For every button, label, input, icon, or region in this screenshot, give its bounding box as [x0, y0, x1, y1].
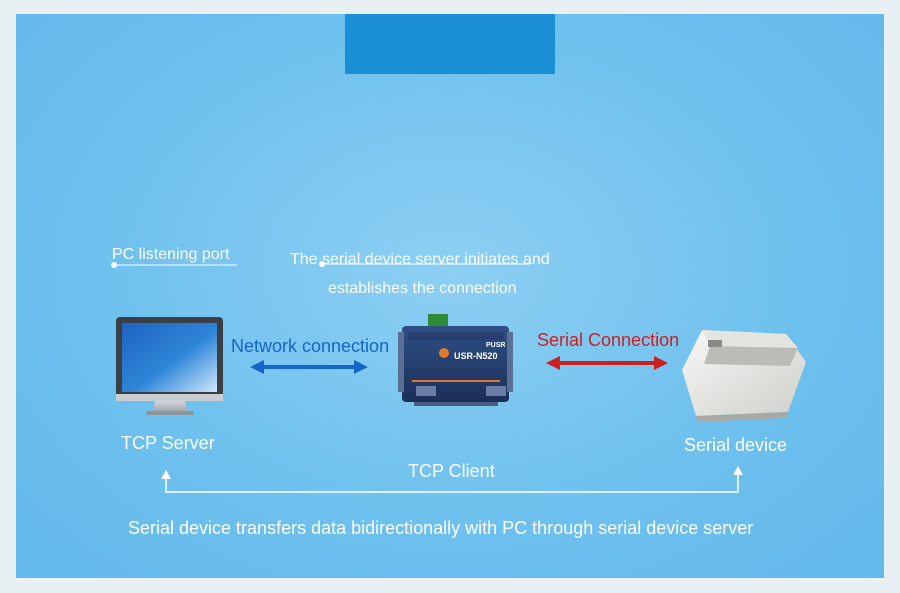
pc-listening-port-label: PC listening port: [112, 246, 230, 263]
initiates-connection-label: The serial device server initiates and e…: [290, 245, 550, 297]
initiates-line-1: The serial device server initiates and: [290, 251, 550, 268]
diagram-canvas: PUSR USR-N520: [16, 14, 884, 578]
serial-device-label: Serial device: [684, 435, 788, 455]
diagram-graphics: PUSR USR-N520: [111, 261, 806, 493]
diagram-caption: Serial device transfers data bidirection…: [128, 518, 754, 538]
network-connection-arrow: [250, 360, 368, 374]
header-tab: [345, 14, 555, 74]
serial-device-server-icon: PUSR USR-N520: [398, 314, 513, 406]
device-model: USR-N520: [454, 351, 498, 361]
annotation-leaders: [111, 261, 530, 268]
monitor-icon: [116, 317, 223, 415]
device-brand: PUSR: [486, 342, 505, 349]
tcp-client-bracket: [161, 466, 743, 493]
printer-icon: [682, 330, 806, 422]
tcp-server-label: TCP Server: [121, 433, 215, 453]
tcp-client-label: TCP Client: [408, 461, 495, 481]
network-connection-label: Network connection: [231, 336, 390, 356]
serial-connection-arrow: [546, 356, 668, 370]
serial-connection-label: Serial Connection: [537, 330, 680, 350]
initiates-line-2: establishes the connection: [328, 280, 517, 297]
